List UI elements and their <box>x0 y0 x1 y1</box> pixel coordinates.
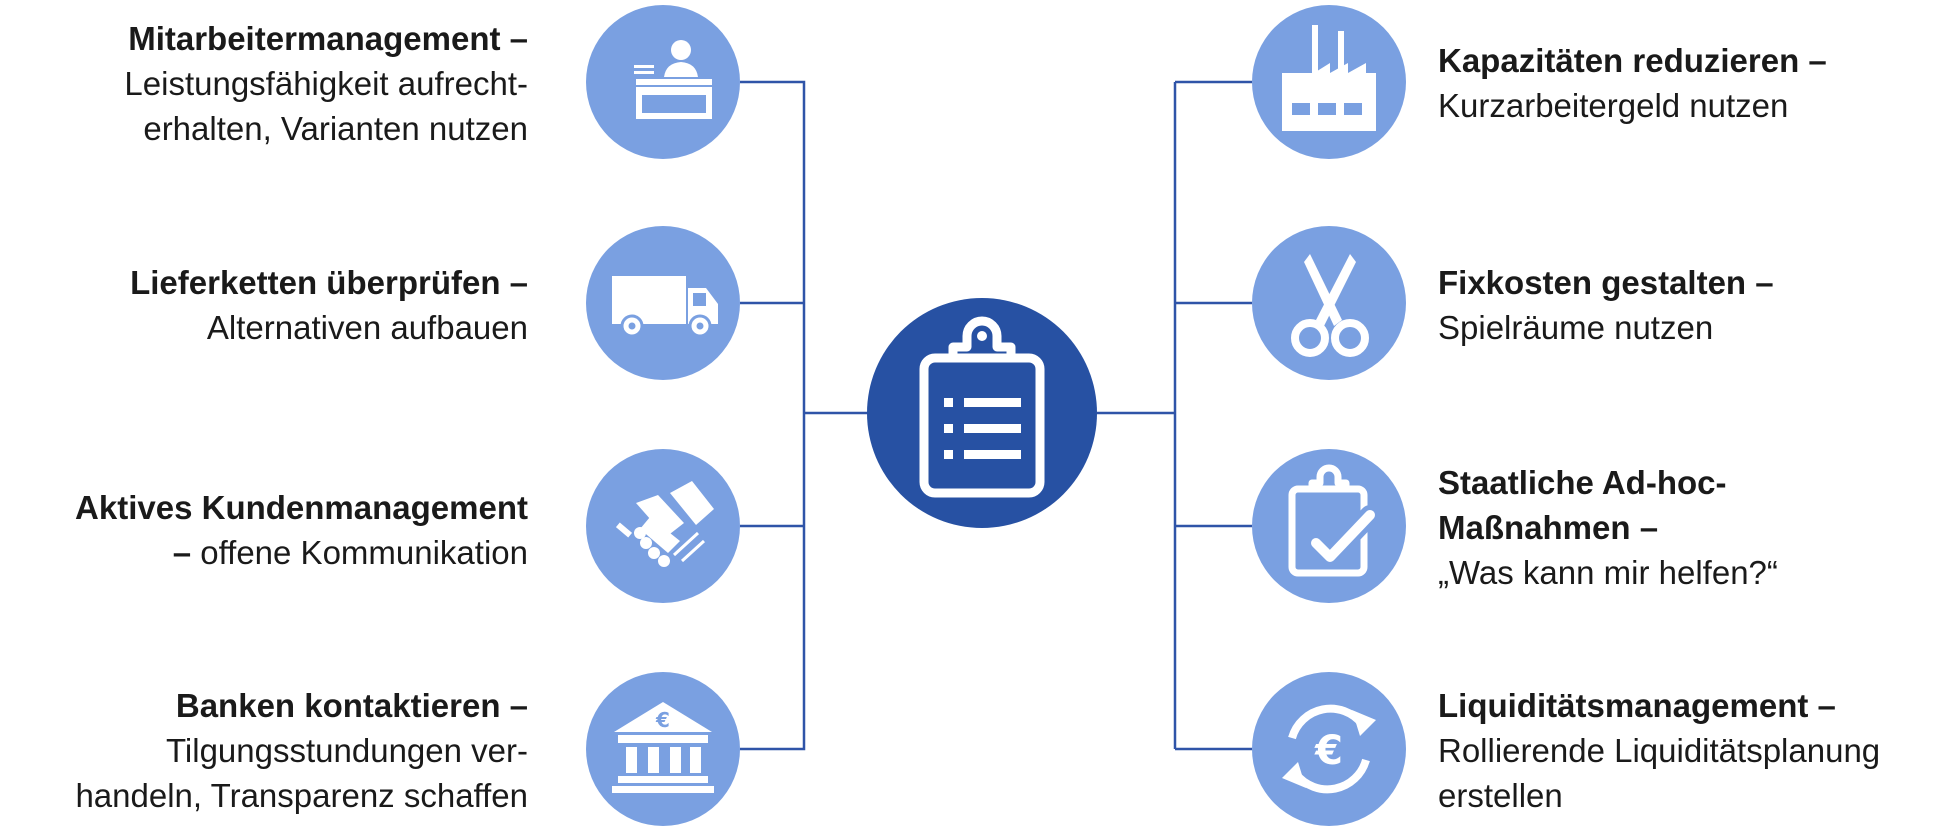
handshake-icon <box>615 481 714 567</box>
label-heading: Maßnahmen – <box>1438 509 1659 546</box>
factory-icon <box>1282 25 1376 131</box>
label-body-line: Alternativen aufbauen <box>206 309 528 346</box>
label-body-line: Spielräume nutzen <box>1438 309 1714 346</box>
label-body-line: handeln, Transparenz schaffen <box>75 777 528 814</box>
scissors-icon <box>1291 254 1369 357</box>
left-bracket <box>740 80 867 751</box>
euro-cycle-icon: € <box>1282 704 1376 794</box>
label-heading: Aktives Kundenmanagement <box>75 489 528 526</box>
bank-euro-icon: € <box>612 702 714 793</box>
left-circle-1 <box>586 5 740 159</box>
left-label-1: Mitarbeitermanagement – Leistungsfähigke… <box>8 16 528 151</box>
clipboard-checklist-icon <box>919 316 1045 498</box>
label-body-text: offene Kommunikation <box>191 534 528 571</box>
right-bracket <box>1097 80 1252 751</box>
label-heading: Kapazitäten reduzieren – <box>1438 42 1827 79</box>
left-circle-2 <box>586 226 740 380</box>
office-worker-desk-icon <box>634 40 712 119</box>
label-body-line: Rollierende Liquiditätsplanung <box>1438 732 1881 769</box>
center-circle <box>867 298 1097 528</box>
label-heading: Fixkosten gestalten – <box>1438 264 1774 301</box>
label-heading: Staatliche Ad-hoc- <box>1438 464 1727 501</box>
right-circle-4: € <box>1252 672 1406 826</box>
label-body-line: erstellen <box>1438 777 1563 814</box>
left-label-4: Banken kontaktieren – Tilgungsstundungen… <box>8 683 528 818</box>
clipboard-check-icon <box>1288 464 1380 577</box>
label-heading: Lieferketten überprüfen – <box>130 264 528 301</box>
left-circle-4: € <box>586 672 740 826</box>
svg-text:€: € <box>1314 728 1343 774</box>
label-heading: Banken kontaktieren – <box>175 687 528 724</box>
label-body-line: Tilgungsstundungen ver- <box>165 732 528 769</box>
right-label-1: Kapazitäten reduzieren – Kurzarbeitergel… <box>1438 38 1955 128</box>
right-label-3: Staatliche Ad-hoc- Maßnahmen – „Was kann… <box>1438 460 1955 595</box>
left-label-3: Aktives Kundenmanagement – offene Kommun… <box>8 485 528 575</box>
label-heading: Liquiditätsmanagement – <box>1438 687 1836 724</box>
delivery-truck-icon <box>612 276 718 338</box>
right-label-4: Liquiditätsmanagement – Rollierende Liqu… <box>1438 683 1955 818</box>
right-label-2: Fixkosten gestalten – Spielräume nutzen <box>1438 260 1955 350</box>
label-lead-dash: – <box>172 534 192 571</box>
label-body-line: Leistungsfähigkeit aufrecht- <box>124 65 528 102</box>
label-heading: Mitarbeitermanagement – <box>128 20 528 57</box>
left-label-2: Lieferketten überprüfen – Alternativen a… <box>8 260 528 350</box>
label-body-line: – offene Kommunikation <box>8 530 528 575</box>
right-circle-3 <box>1252 449 1406 603</box>
right-circle-2 <box>1252 226 1406 380</box>
label-body-line: Kurzarbeitergeld nutzen <box>1438 87 1789 124</box>
right-circle-1 <box>1252 5 1406 159</box>
label-body-line: „Was kann mir helfen?“ <box>1438 554 1778 591</box>
svg-text:€: € <box>655 708 670 732</box>
left-circle-3 <box>586 449 740 603</box>
label-body-line: erhalten, Varianten nutzen <box>143 110 528 147</box>
